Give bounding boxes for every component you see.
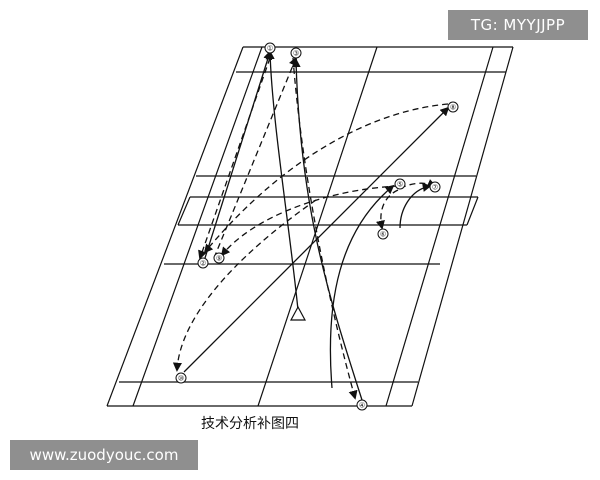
svg-text:③: ③	[293, 50, 299, 58]
marker-7: ⑦	[429, 181, 441, 193]
start-position-triangle	[289, 305, 307, 321]
court-inner-left-line	[132, 46, 263, 407]
marker-2: ②	[197, 257, 209, 269]
svg-text:⑩: ⑩	[178, 375, 184, 383]
court-inner-right-line	[385, 46, 494, 407]
svg-text:④: ④	[359, 402, 365, 410]
marker-10: ⑩	[175, 372, 187, 384]
watermark-bottom: www.zuodyouc.com	[10, 440, 198, 470]
svg-text:⑧: ⑧	[450, 104, 456, 112]
svg-text:①: ①	[267, 45, 273, 53]
dashed-curve-5	[220, 185, 399, 257]
net-right-edge	[466, 196, 479, 226]
svg-text:⑦: ⑦	[432, 184, 438, 192]
dashed-curve-1	[198, 57, 271, 260]
solid-curve-4	[399, 182, 432, 229]
net-left-edge	[177, 196, 191, 226]
marker-5: ⑤	[394, 178, 406, 190]
watermark-top: TG: MYYJJPP	[448, 10, 588, 40]
marker-3: ③	[290, 47, 302, 59]
marker-4: ④	[356, 399, 368, 411]
shot-trajectories	[172, 50, 450, 401]
marker-9: ⑨	[213, 252, 225, 264]
court-lines	[106, 46, 514, 407]
svg-text:⑤: ⑤	[397, 181, 403, 189]
solid-curve-3	[329, 184, 395, 389]
marker-8: ⑧	[447, 101, 459, 113]
dashed-curve-3	[292, 57, 358, 400]
court-center-line	[257, 46, 378, 407]
marker-group: ① ③ ⑧ ⑤ ⑦ ⑥ ② ⑨	[175, 42, 459, 411]
court-outer-right-line	[411, 46, 514, 407]
dashed-curve-2	[213, 56, 298, 259]
court-outer-left-line	[106, 46, 244, 407]
marker-6: ⑥	[377, 228, 389, 240]
dashed-curve-7	[375, 189, 399, 230]
solid-curve-2	[291, 58, 363, 401]
dashed-curve-6	[172, 199, 317, 372]
dashed-curve-4	[203, 103, 449, 254]
diagram-caption: 技术分析补图四	[201, 416, 299, 432]
svg-text:⑨: ⑨	[216, 255, 222, 263]
solid-arrow-1	[204, 50, 273, 259]
svg-text:②: ②	[200, 260, 206, 268]
svg-text:⑥: ⑥	[380, 231, 386, 239]
marker-1: ①	[264, 42, 276, 54]
